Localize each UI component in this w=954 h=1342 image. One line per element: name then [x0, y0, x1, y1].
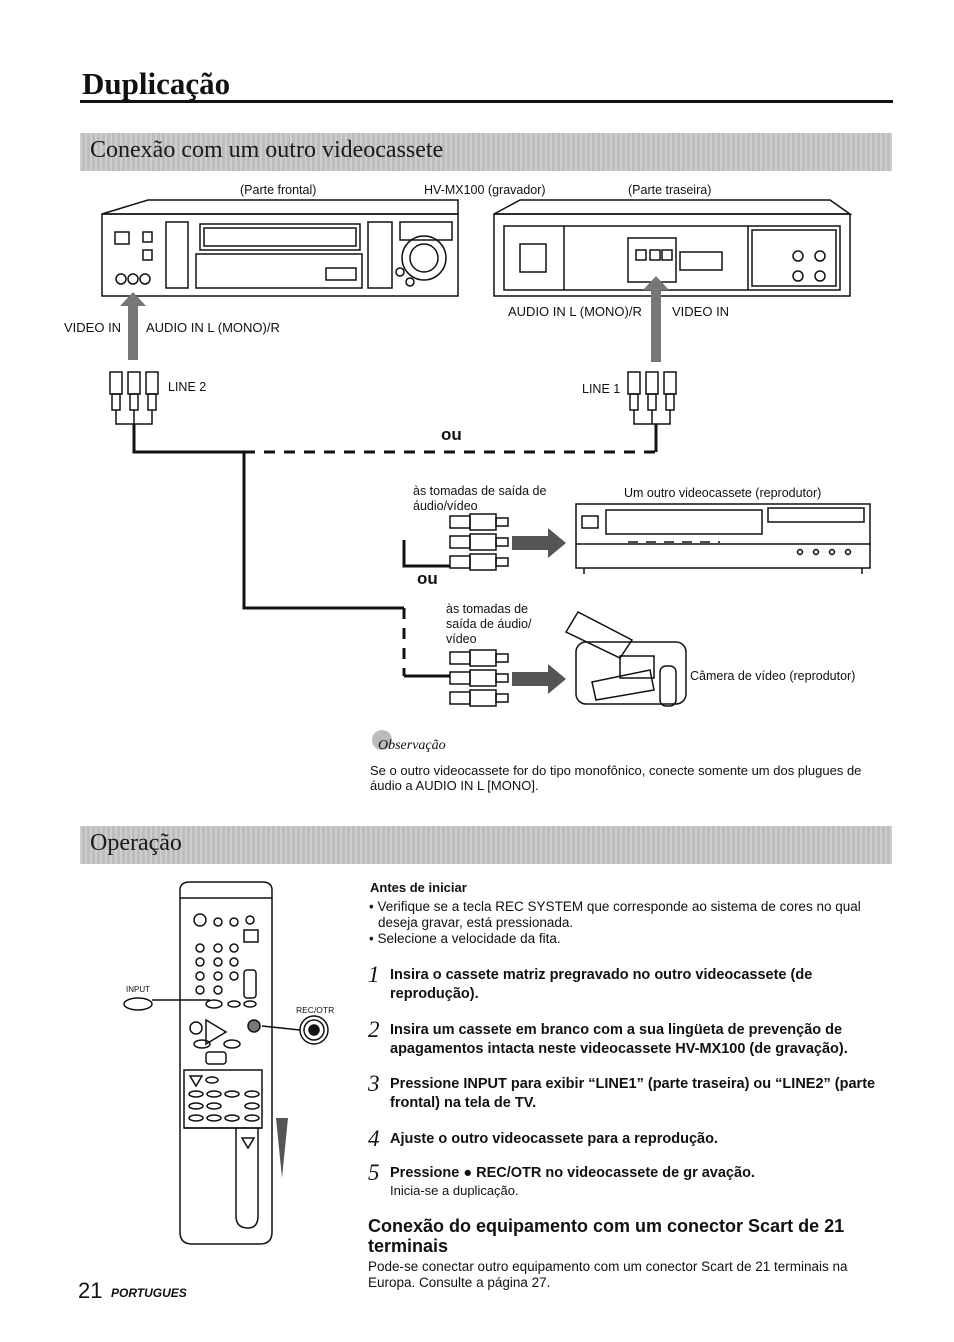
step-number: 1 — [368, 962, 380, 987]
front-label: (Parte frontal) — [240, 183, 317, 197]
player-vcr-illustration — [575, 503, 871, 574]
step-2: 2 Insira um cassete em branco com a sua … — [368, 1017, 898, 1059]
section-heading-operation: Operação — [80, 826, 892, 864]
arrow-to-vcr — [512, 528, 566, 558]
step-5: 5 Pressione ● REC/OTR no videocassete de… — [368, 1160, 898, 1198]
step-text: Insira um cassete em branco com a sua li… — [390, 1022, 848, 1057]
line1-plugs — [627, 371, 677, 425]
recotr-key-label: REC/OTR — [296, 1005, 335, 1015]
input-arrows — [120, 276, 669, 362]
front-vcr-illustration — [101, 199, 459, 297]
before-start-title: Antes de iniciar — [370, 880, 467, 895]
before-start-item: • Verifique se a tecla REC SYSTEM que co… — [369, 899, 861, 930]
output-plugs-1 — [449, 513, 509, 571]
section-heading-connection-text: Conexão com um outro videocassete — [90, 137, 444, 163]
video-in-right-label: VIDEO IN — [672, 304, 730, 319]
step-1: 1 Insira o cassete matriz pregravado no … — [368, 962, 898, 1004]
outputs-label-1: às tomadas de saída de áudio/vídeo — [413, 484, 547, 513]
scart-text: Pode-se conectar outro equipamento com u… — [368, 1259, 848, 1290]
step-3: 3 Pressione INPUT para exibir “LINE1” (p… — [368, 1071, 898, 1113]
step-number: 3 — [368, 1071, 380, 1096]
page-number: 21 — [78, 1278, 103, 1303]
cables — [132, 424, 658, 678]
scart-heading: Conexão do equipamento com um conector S… — [368, 1216, 845, 1256]
before-start-item: • Selecione a velocidade da fita. — [369, 931, 561, 946]
title-rule — [80, 100, 893, 103]
rear-vcr-illustration — [493, 199, 853, 297]
page-title: Duplicação — [82, 66, 231, 101]
step-number: 4 — [368, 1126, 380, 1151]
arrow-to-camera — [512, 664, 566, 694]
camera-illustration — [564, 611, 687, 707]
step-text: Insira o cassete matriz pregravado no ou… — [390, 967, 813, 1002]
step-text: Pressione ● REC/OTR no videocassete de g… — [390, 1165, 755, 1181]
before-start-list: • Verifique se a tecla REC SYSTEM que co… — [368, 899, 893, 947]
step-text: Ajuste o outro videocassete para a repro… — [390, 1131, 718, 1147]
line1-label: LINE 1 — [582, 382, 621, 396]
note-text: Se o outro videocassete for do tipo mono… — [370, 763, 862, 793]
line2-label: LINE 2 — [168, 380, 207, 394]
video-in-left-label: VIDEO IN — [64, 320, 122, 335]
section-heading-operation-text: Operação — [90, 830, 182, 856]
model-label: HV-MX100 (gravador) — [424, 183, 546, 197]
step-number: 5 — [368, 1160, 380, 1185]
page-language: PORTUGUES — [111, 1286, 187, 1300]
step-4: 4 Ajuste o outro videocassete para a rep… — [368, 1126, 898, 1151]
output-plugs-2 — [449, 649, 509, 707]
outputs-label-2: às tomadas de saída de áudio/ vídeo — [446, 602, 532, 646]
or-label-2: ou — [417, 569, 438, 588]
audio-in-left-label: AUDIO IN L (MONO)/R — [146, 320, 280, 335]
input-key-label: INPUT — [126, 985, 150, 994]
audio-in-right-label: AUDIO IN L (MONO)/R — [508, 304, 642, 319]
or-label-1: ou — [441, 425, 462, 444]
step-subtext: Inicia-se a duplicação. — [390, 1183, 519, 1198]
rear-label: (Parte traseira) — [628, 183, 712, 197]
player-vcr-label: Um outro videocassete (reprodutor) — [624, 486, 822, 500]
step-text: Pressione INPUT para exibir “LINE1” (par… — [390, 1076, 876, 1111]
note-icon — [372, 730, 392, 750]
camera-label: Câmera de vídeo (reprodutor) — [690, 669, 856, 683]
section-heading-connection: Conexão com um outro videocassete — [80, 133, 892, 171]
step-number: 2 — [368, 1017, 380, 1042]
note-title: Observação — [378, 738, 446, 753]
